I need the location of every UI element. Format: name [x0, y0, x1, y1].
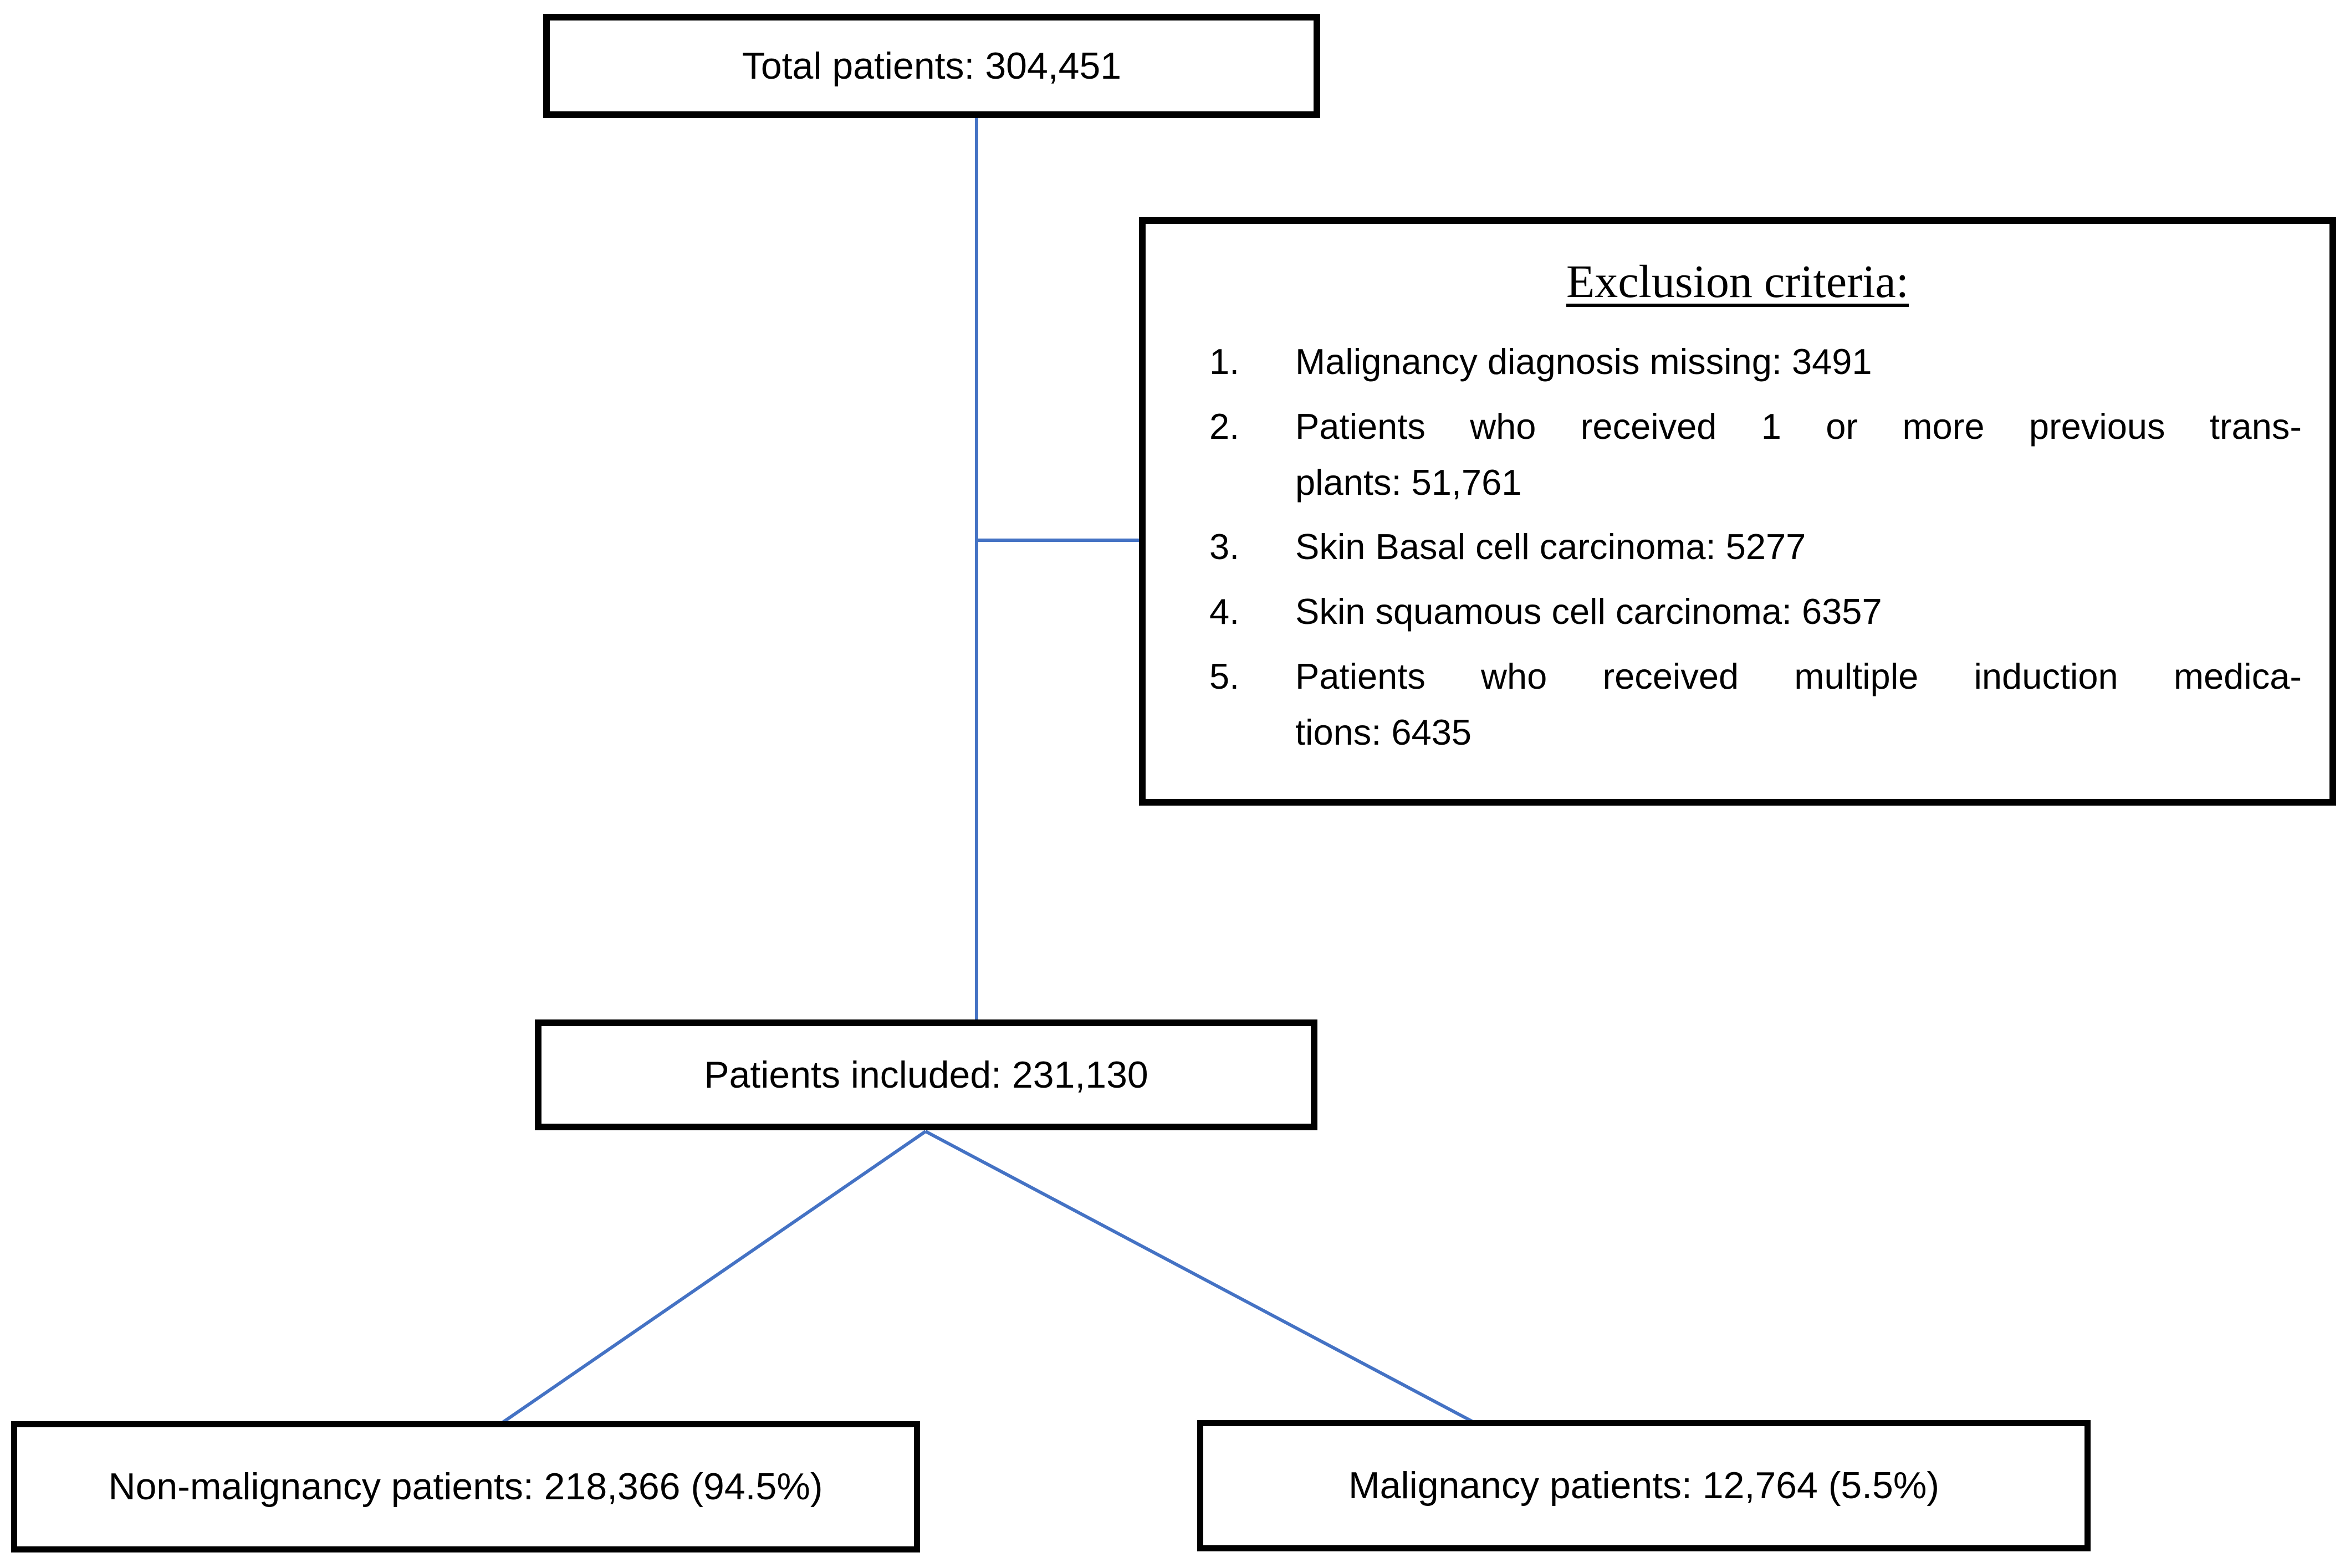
exclusion-item-2-text: Patients who received 1 or more previous… — [1295, 399, 2302, 511]
exclusion-item-1-number: 1. — [1209, 341, 1240, 382]
non-malignancy-patients-label: Non-malignancy patients: 218,366 (94.5%) — [108, 1465, 823, 1508]
exclusion-item-1: 1. Malignancy diagnosis missing: 3491 — [1173, 334, 2302, 390]
connector-diagonal-left-line — [498, 1130, 927, 1427]
exclusion-item-5-number: 5. — [1209, 655, 1240, 696]
patients-included-label: Patients included: 231,130 — [704, 1053, 1148, 1096]
total-patients-box: Total patients: 304,451 — [543, 14, 1320, 118]
exclusion-item-5-text: Patients who received multiple induction… — [1295, 649, 2302, 761]
total-patients-label: Total patients: 304,451 — [742, 44, 1122, 87]
exclusion-item-1-line: Malignancy diagnosis missing: 3491 — [1295, 341, 1872, 382]
exclusion-item-2-line-1: Patients who received 1 or more previous… — [1295, 406, 2302, 447]
exclusion-item-4-line: Skin squamous cell carcinoma: 6357 — [1295, 591, 1882, 632]
malignancy-patients-box: Malignancy patients: 12,764 (5.5%) — [1197, 1420, 2091, 1551]
exclusion-item-3: 3. Skin Basal cell carcinoma: 5277 — [1173, 519, 2302, 575]
exclusion-item-4-number: 4. — [1209, 591, 1240, 632]
exclusion-criteria-title: Exclusion criteria: — [1566, 256, 1909, 308]
exclusion-item-4: 4. Skin squamous cell carcinoma: 6357 — [1173, 584, 2302, 640]
exclusion-item-2-number: 2. — [1209, 406, 1240, 447]
connector-diagonal-right-line — [924, 1130, 1478, 1426]
malignancy-patients-label: Malignancy patients: 12,764 (5.5%) — [1348, 1464, 1939, 1506]
exclusion-criteria-list: 1. Malignancy diagnosis missing: 3491 2.… — [1173, 334, 2302, 760]
exclusion-item-2: 2. Patients who received 1 or more previ… — [1173, 399, 2302, 511]
exclusion-item-5-line-2: tions: 6435 — [1295, 711, 1472, 752]
exclusion-criteria-box: Exclusion criteria: 1. Malignancy diagno… — [1139, 217, 2336, 806]
exclusion-item-1-text: Malignancy diagnosis missing: 3491 — [1295, 334, 2302, 390]
exclusion-item-5-line-1: Patients who received multiple induction… — [1295, 655, 2302, 696]
exclusion-item-3-text: Skin Basal cell carcinoma: 5277 — [1295, 519, 2302, 575]
exclusion-item-5: 5. Patients who received multiple induct… — [1173, 649, 2302, 761]
exclusion-item-3-number: 3. — [1209, 526, 1240, 567]
non-malignancy-patients-box: Non-malignancy patients: 218,366 (94.5%) — [11, 1421, 920, 1552]
exclusion-item-2-line-2: plants: 51,761 — [1295, 462, 1522, 503]
exclusion-item-3-line: Skin Basal cell carcinoma: 5277 — [1295, 526, 1806, 567]
patients-included-box: Patients included: 231,130 — [535, 1019, 1317, 1130]
exclusion-item-4-text: Skin squamous cell carcinoma: 6357 — [1295, 584, 2302, 640]
